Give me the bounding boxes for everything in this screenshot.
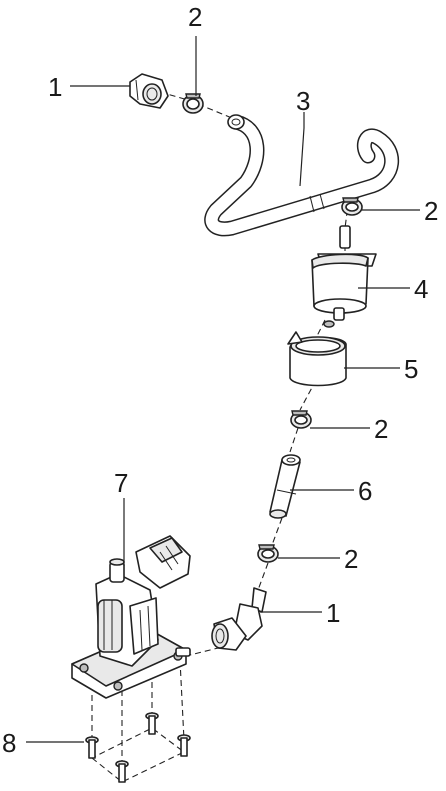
hose-clamp-lower [257, 544, 279, 563]
callout-1-lower: 1 [326, 598, 340, 628]
callout-4: 4 [414, 274, 428, 304]
connector-elbow-lower [211, 587, 267, 651]
filter-bracket [287, 331, 347, 387]
connector-elbow-top [129, 73, 169, 109]
hose-clamp-right [341, 197, 363, 216]
callout-2-middle: 2 [374, 414, 388, 444]
callout-3: 3 [296, 86, 310, 116]
screw-3 [177, 734, 191, 757]
fuel-hose [204, 114, 400, 237]
callout-7: 7 [114, 468, 128, 498]
callout-1-top: 1 [48, 72, 62, 102]
screw-1 [85, 736, 99, 759]
callout-labels: 1 2 3 2 4 5 2 6 7 2 1 8 [2, 2, 438, 758]
hose-clamp-middle [290, 410, 312, 429]
fuel-filter [311, 225, 377, 328]
leader-lines [26, 36, 420, 743]
fuel-pump-module [71, 535, 191, 699]
short-hose [269, 454, 301, 519]
callout-2-lower: 2 [344, 544, 358, 574]
hose-clamp-top [182, 93, 204, 114]
callout-5: 5 [404, 354, 418, 384]
screw-4 [115, 760, 129, 783]
callout-8: 8 [2, 728, 16, 758]
callout-2-right: 2 [424, 196, 438, 226]
mounting-screws [85, 712, 191, 783]
callout-2-top: 2 [188, 2, 202, 32]
screw-2 [145, 712, 159, 735]
callout-6: 6 [358, 476, 372, 506]
